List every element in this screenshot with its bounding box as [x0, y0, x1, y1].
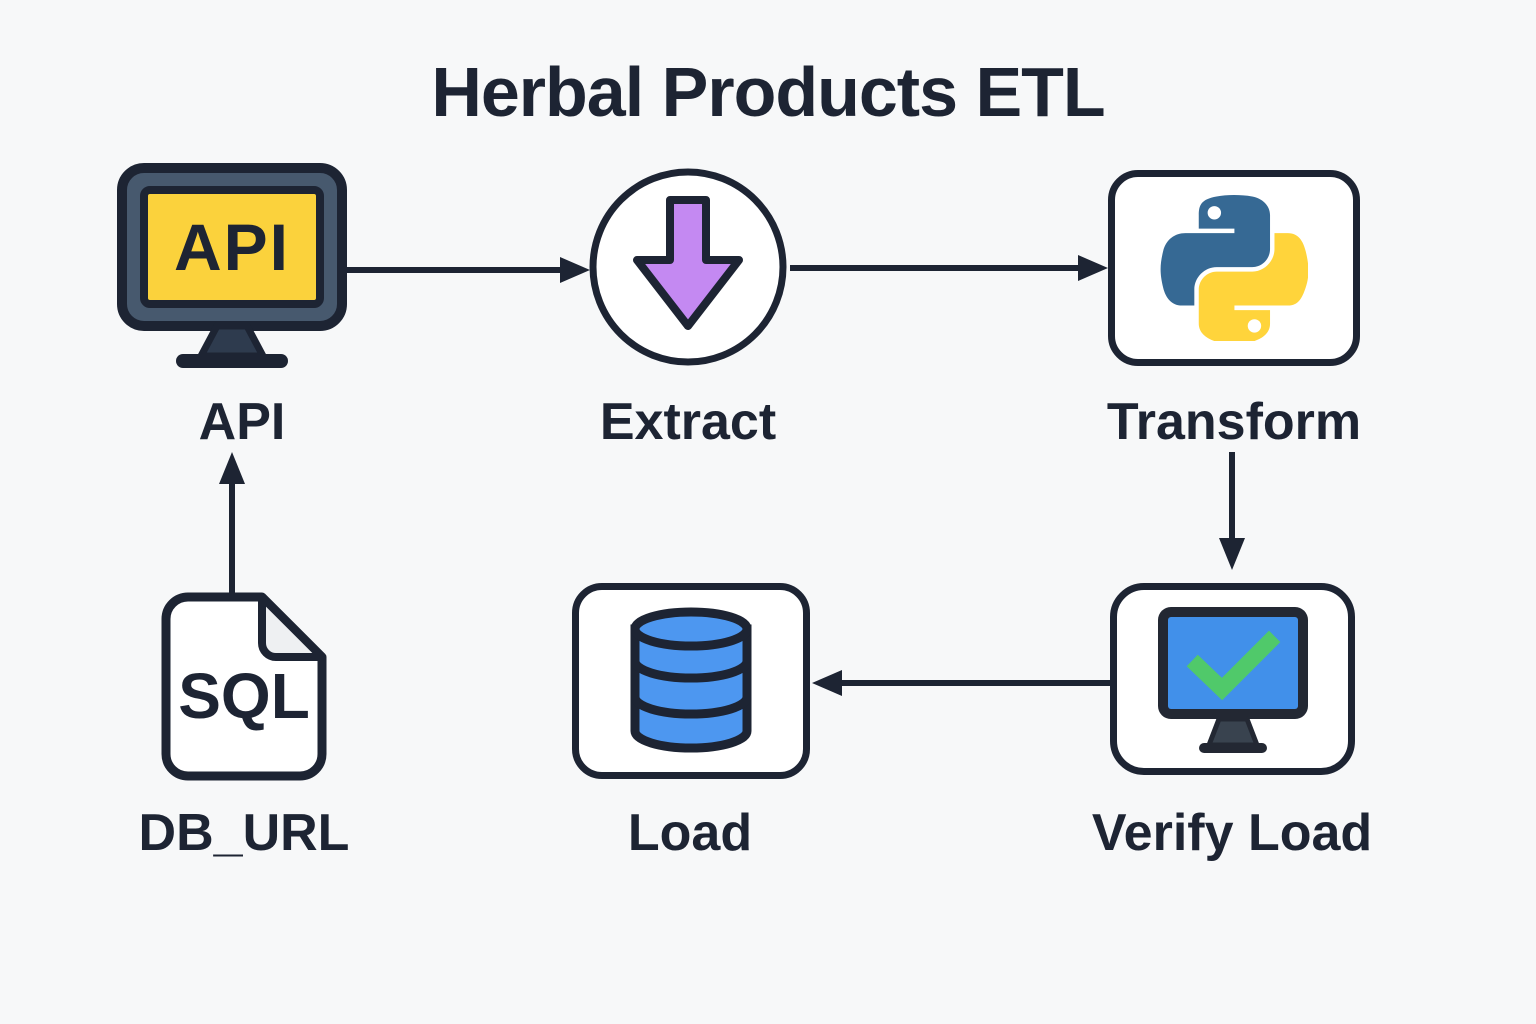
sql-file-text: SQL: [178, 660, 310, 732]
load-label: Load: [627, 804, 753, 862]
api-screen-text: API: [174, 210, 290, 284]
arrow-db-url-to-api: [219, 452, 245, 596]
verify-load-label: Verify Load: [1091, 804, 1373, 862]
arrow-extract-to-transform: [790, 255, 1108, 281]
arrow-api-to-extract: [340, 257, 590, 283]
db-url-label: DB_URL: [138, 804, 350, 862]
python-logo-icon: [1160, 195, 1308, 341]
node-extract: [584, 166, 792, 368]
node-transform: [1108, 170, 1360, 366]
node-verify-load: [1110, 583, 1355, 775]
download-arrow-icon: [589, 168, 787, 366]
node-api: API: [116, 158, 348, 372]
arrow-verify-load-to-load: [812, 670, 1110, 696]
arrow-transform-to-verify-load: [1219, 452, 1245, 570]
checkmark-icon: [1186, 630, 1280, 701]
monitor-api-icon: API: [117, 163, 347, 368]
node-load: [572, 583, 810, 779]
node-db-url: SQL: [152, 588, 336, 788]
sql-file-icon: SQL: [161, 592, 327, 781]
api-label: API: [198, 393, 286, 451]
transform-label: Transform: [1106, 393, 1362, 451]
checkmark-monitor-icon: [1157, 607, 1308, 753]
diagram-title: Herbal Products ETL: [431, 53, 1105, 131]
database-cylinder-icon: [630, 607, 752, 753]
extract-label: Extract: [599, 393, 777, 451]
